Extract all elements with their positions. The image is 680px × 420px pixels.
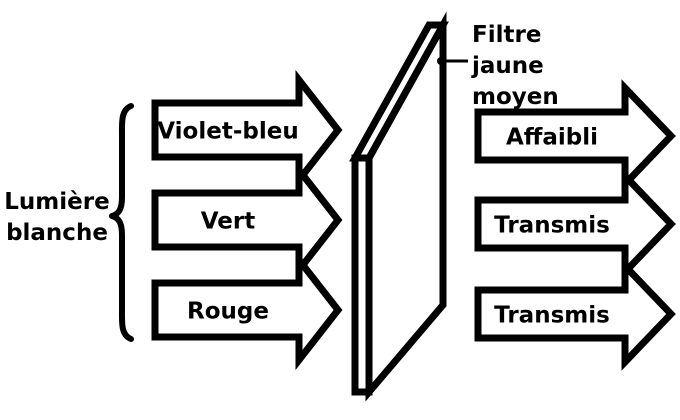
source-label-line-1: Lumière	[4, 189, 109, 215]
emergent-arrow-transmis-vert-label: Transmis	[494, 213, 610, 239]
white-light-source-label: Lumière blanche	[4, 189, 109, 246]
filter-callout-line-3: moyen	[472, 84, 559, 110]
emergent-arrow-affaibli-label: Affaibli	[506, 125, 598, 151]
incident-arrow-rouge-label: Rouge	[187, 299, 269, 325]
filter-callout: Filtre jaune moyen	[437, 22, 559, 110]
incident-arrow-vert-label: Vert	[201, 209, 255, 235]
yellow-filter-plate	[349, 11, 449, 402]
incident-arrow-violet-bleu: Violet-bleu	[151, 69, 343, 191]
filter-callout-line-2: jaune	[471, 53, 544, 79]
incident-arrow-rouge: Rouge	[151, 249, 343, 371]
emergent-arrow-transmis-vert: Transmis	[474, 167, 676, 281]
source-label-line-2: blanche	[6, 220, 108, 246]
emergent-arrow-transmis-rouge-label: Transmis	[494, 303, 610, 329]
emergent-arrow-affaibli: Affaibli	[474, 79, 676, 193]
source-brace	[109, 103, 134, 342]
incident-arrow-violet-bleu-label: Violet-bleu	[157, 119, 298, 145]
filter-callout-line-1: Filtre	[472, 22, 541, 48]
emergent-arrow-transmis-rouge: Transmis	[474, 257, 676, 371]
incident-arrow-vert: Vert	[151, 159, 343, 281]
